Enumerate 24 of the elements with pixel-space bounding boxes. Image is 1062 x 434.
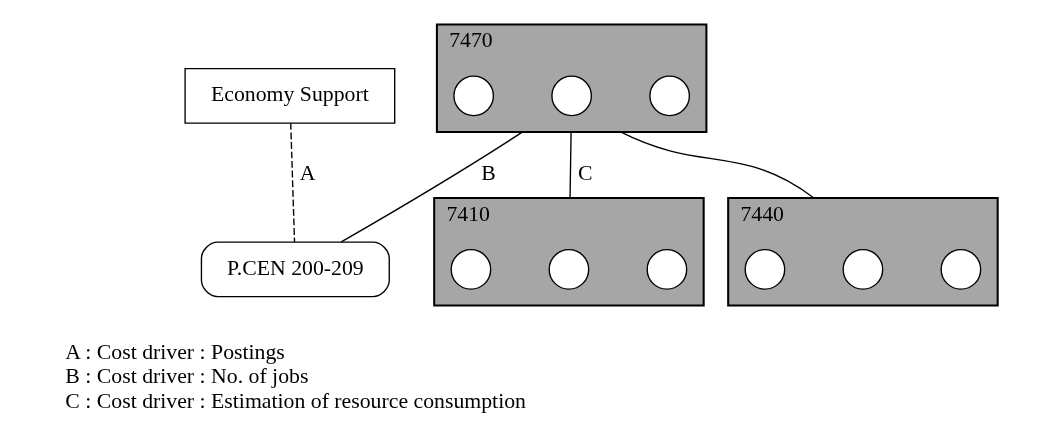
node-box: P.CEN 200-209 bbox=[200, 241, 390, 298]
cluster: 7440 bbox=[726, 196, 999, 307]
node-circle bbox=[646, 249, 687, 290]
node-box: Economy Support bbox=[183, 67, 395, 124]
cluster: 7470 bbox=[435, 23, 707, 133]
node-circle bbox=[648, 75, 690, 117]
connector bbox=[619, 131, 815, 199]
node-circle bbox=[842, 249, 883, 290]
node-circle bbox=[550, 75, 592, 117]
label: A : Cost driver : Postings bbox=[64, 339, 285, 364]
edge-label: B bbox=[480, 160, 496, 185]
connector bbox=[289, 122, 295, 243]
connector bbox=[340, 131, 523, 243]
node-circle bbox=[450, 249, 491, 290]
node-circle bbox=[940, 249, 981, 290]
label: B : Cost driver : No. of jobs bbox=[64, 364, 308, 389]
label: C : Cost driver : Estimation of resource consumption bbox=[64, 388, 526, 413]
node-circle bbox=[548, 249, 589, 290]
edge-label: A bbox=[299, 160, 314, 185]
node-circle bbox=[744, 249, 785, 290]
connector bbox=[568, 131, 572, 199]
node-circle bbox=[452, 75, 494, 117]
edge-label: C bbox=[577, 160, 593, 185]
cluster: 7410 bbox=[432, 196, 705, 307]
